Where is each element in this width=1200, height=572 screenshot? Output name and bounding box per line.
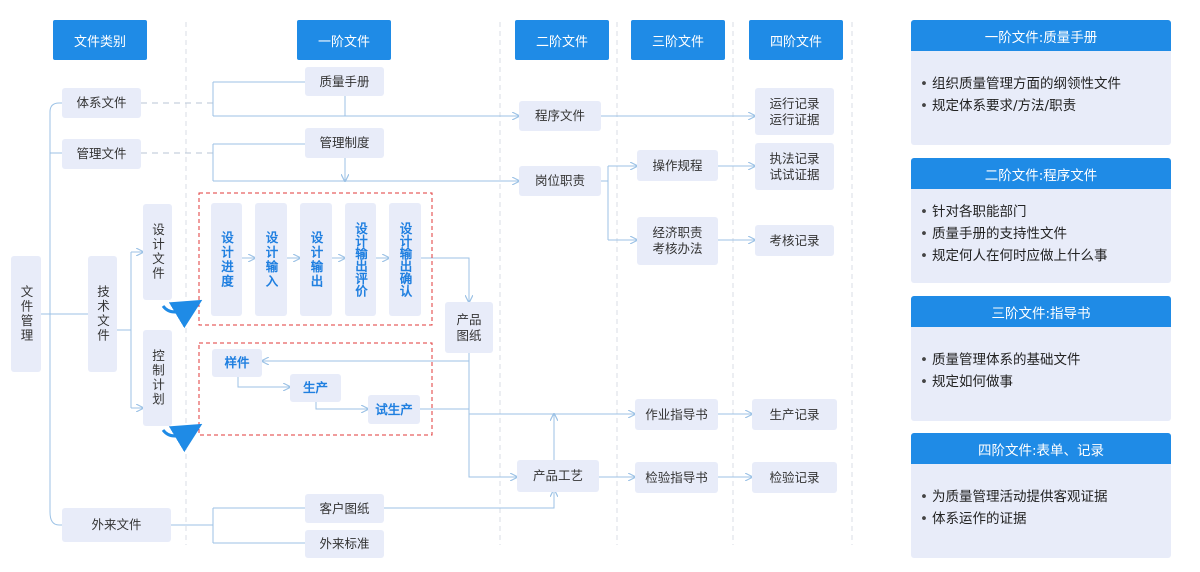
panel-level1: 一阶文件:质量手册 组织质量管理方面的纲领性文件 规定体系要求/方法/职责	[911, 20, 1171, 145]
node-quality-manual: 质量手册	[305, 67, 384, 96]
node-design-output-confirm: 设计输出确认	[389, 203, 421, 316]
econ-duty-line-2: 考核办法	[652, 241, 703, 256]
node-control-plan: 控制计划	[143, 330, 172, 426]
run-record-line-2: 运行证据	[769, 111, 820, 127]
node-assess-record: 考核记录	[755, 225, 834, 256]
node-job-duty: 岗位职责	[519, 166, 601, 196]
node-work-instruction: 作业指导书	[635, 399, 718, 430]
node-design-doc: 设计文件	[143, 204, 172, 300]
panel-level3-item: 规定如何做事	[920, 371, 1171, 393]
panel-level2-title: 二阶文件:程序文件	[911, 158, 1171, 189]
node-production: 生产	[290, 374, 341, 402]
node-design-progress: 设计进度	[211, 203, 242, 316]
node-tech-doc: 技术文件	[88, 256, 117, 372]
panel-level1-title: 一阶文件:质量手册	[911, 20, 1171, 51]
panel-level4-title: 四阶文件:表单、记录	[911, 433, 1171, 464]
enforce-record-line-2: 试试证据	[769, 166, 820, 182]
panel-level3-item: 质量管理体系的基础文件	[920, 349, 1171, 371]
panel-level1-item: 组织质量管理方面的纲领性文件	[920, 73, 1171, 95]
run-record-line-1: 运行记录	[769, 95, 820, 111]
node-operation-rule: 操作规程	[637, 150, 718, 181]
node-production-record: 生产记录	[752, 399, 837, 430]
node-run-record: 运行记录 运行证据	[755, 88, 834, 135]
control-curve-arrow	[161, 423, 203, 453]
node-customer-drawing: 客户图纸	[305, 494, 384, 523]
enforce-record-line-1: 执法记录	[769, 150, 820, 166]
node-external-standard: 外来标准	[305, 530, 384, 558]
panel-level2: 二阶文件:程序文件 针对各职能部门 质量手册的支持性文件 规定何人在何时应做上什…	[911, 158, 1171, 283]
node-econ-duty: 经济职责 考核办法	[637, 217, 718, 265]
panel-level2-item: 针对各职能部门	[920, 201, 1171, 223]
panel-level4-item: 体系运作的证据	[920, 508, 1171, 530]
node-design-output-review: 设计输出评价	[345, 203, 376, 316]
node-design-input: 设计输入	[255, 203, 287, 316]
panel-level3-title: 三阶文件:指导书	[911, 296, 1171, 327]
node-mgmt-system: 管理制度	[305, 128, 384, 158]
node-inspection-record: 检验记录	[752, 462, 837, 493]
panel-level2-item: 规定何人在何时应做上什么事	[920, 245, 1171, 267]
panel-level4: 四阶文件:表单、记录 为质量管理活动提供客观证据 体系运作的证据	[911, 433, 1171, 558]
node-external-doc: 外来文件	[62, 508, 171, 542]
header-level3: 三阶文件	[631, 20, 725, 60]
panel-level2-item: 质量手册的支持性文件	[920, 223, 1171, 245]
header-level2: 二阶文件	[515, 20, 609, 60]
node-design-output: 设计输出	[300, 203, 332, 316]
header-category: 文件类别	[53, 20, 147, 60]
control-group-frame	[198, 342, 433, 436]
node-procedure-doc: 程序文件	[519, 101, 601, 131]
node-system-doc: 体系文件	[62, 88, 141, 118]
node-product-drawing: 产品图纸	[445, 302, 493, 353]
node-product-process: 产品工艺	[517, 460, 599, 492]
node-enforce-record: 执法记录 试试证据	[755, 143, 834, 190]
econ-duty-line-1: 经济职责	[652, 225, 703, 240]
node-inspection-instruction: 检验指导书	[635, 462, 718, 493]
product-drawing-label: 产品图纸	[456, 311, 482, 343]
panel-level1-item: 规定体系要求/方法/职责	[920, 95, 1171, 117]
header-level4: 四阶文件	[749, 20, 843, 60]
design-curve-arrow	[161, 299, 203, 329]
header-level1: 一阶文件	[297, 20, 391, 60]
node-doc-mgmt: 文件管理	[11, 256, 41, 372]
node-trial-production: 试生产	[368, 395, 420, 424]
node-sample: 样件	[212, 349, 262, 377]
node-mgmt-doc: 管理文件	[62, 139, 141, 169]
panel-level4-item: 为质量管理活动提供客观证据	[920, 486, 1171, 508]
column-separators	[185, 22, 853, 545]
panel-level3: 三阶文件:指导书 质量管理体系的基础文件 规定如何做事	[911, 296, 1171, 421]
